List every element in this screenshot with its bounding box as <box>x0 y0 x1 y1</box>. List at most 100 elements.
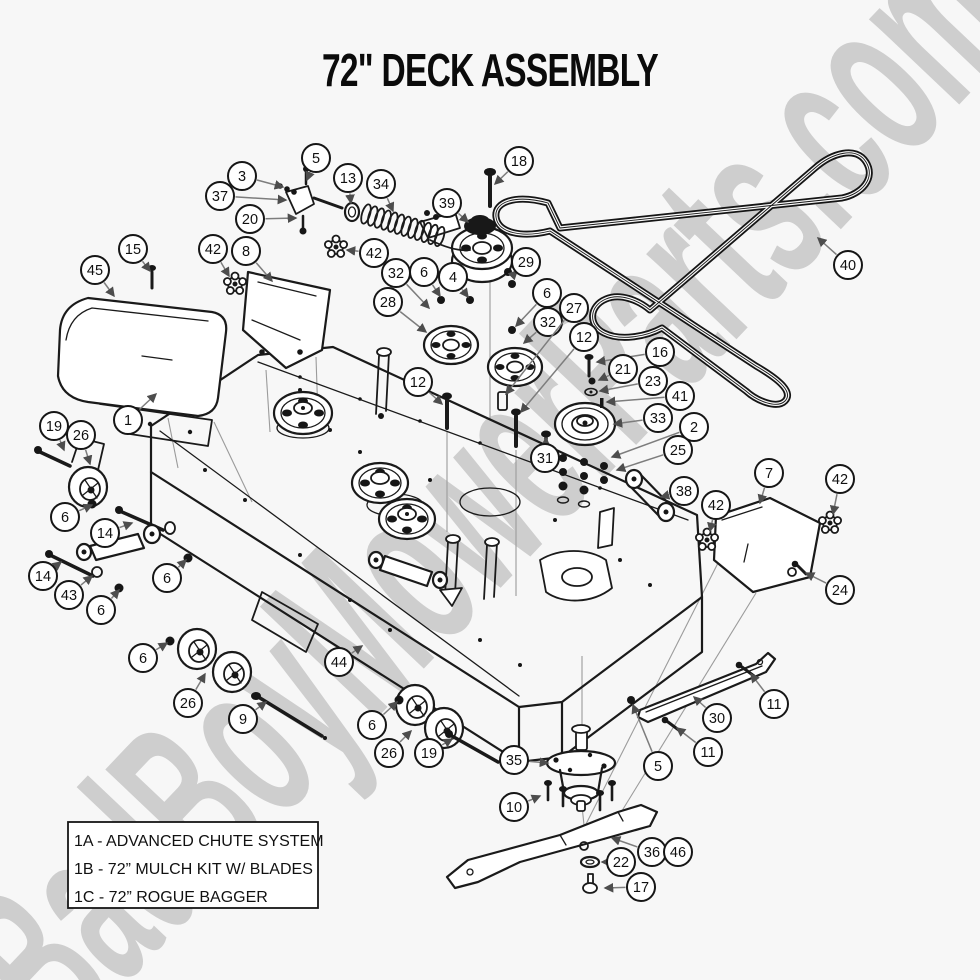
belt-cover-45 <box>56 265 228 447</box>
callout-6: 6 <box>409 257 441 298</box>
leader-line-6 <box>78 503 94 513</box>
callout-22: 22 <box>600 847 636 877</box>
callout-bubble-6 <box>152 563 182 593</box>
leader-line-42 <box>829 494 840 516</box>
callout-bubble-18 <box>504 146 534 176</box>
callout-5: 5 <box>301 143 331 182</box>
callout-bubble-10 <box>499 792 529 822</box>
callout-20: 20 <box>235 204 298 234</box>
callout-28: 28 <box>373 287 428 333</box>
callout-6: 6 <box>152 558 188 593</box>
callout-bubble-45 <box>80 255 110 285</box>
callout-number-32: 32 <box>540 315 556 331</box>
leader-line-20 <box>265 213 298 224</box>
callout-bubble-28 <box>373 287 403 317</box>
callout-bubble-15 <box>118 234 148 264</box>
callout-6: 6 <box>86 588 120 625</box>
callout-number-6: 6 <box>368 718 376 734</box>
legend-item-1a: 1A - ADVANCED CHUTE SYSTEM <box>74 833 324 850</box>
leader-line-6 <box>155 642 169 652</box>
callout-11: 11 <box>675 727 723 767</box>
callout-number-32: 32 <box>388 266 404 282</box>
callout-number-21: 21 <box>615 362 631 378</box>
callout-26: 26 <box>173 672 206 718</box>
spring-assembly <box>277 166 446 248</box>
callout-number-20: 20 <box>242 212 258 228</box>
leader-line-13 <box>345 193 355 205</box>
callout-bubble-11 <box>759 689 789 719</box>
callout-bubble-42 <box>359 238 389 268</box>
leader-line-2 <box>610 431 680 459</box>
callout-number-33: 33 <box>650 411 666 427</box>
callout-bubble-4 <box>438 262 468 292</box>
leader-line-25 <box>615 454 664 473</box>
callout-number-19: 19 <box>46 419 62 435</box>
legend-box: 1A - ADVANCED CHUTE SYSTEM 1B - 72” MULC… <box>67 821 324 909</box>
leader-line-14 <box>119 521 134 531</box>
callout-16: 16 <box>595 337 675 367</box>
callout-41: 41 <box>605 381 695 411</box>
callout-number-26: 26 <box>73 428 89 444</box>
leader-line-6 <box>176 558 188 570</box>
callout-38: 38 <box>659 476 699 506</box>
axle-bolts <box>34 446 500 764</box>
callout-3: 3 <box>227 161 285 191</box>
leader-line-40 <box>816 237 838 256</box>
leader-line-28 <box>399 311 428 333</box>
leader-line-18 <box>493 171 509 186</box>
callout-number-15: 15 <box>125 242 141 258</box>
callout-bubble-37 <box>205 181 235 211</box>
callout-number-7: 7 <box>765 466 773 482</box>
idler-pulley <box>553 401 617 447</box>
callout-bubble-19 <box>414 738 444 768</box>
callout-number-38: 38 <box>676 484 692 500</box>
callout-bubble-14 <box>90 518 120 548</box>
callout-26: 26 <box>66 420 96 466</box>
callout-bubble-29 <box>511 247 541 277</box>
callout-bubble-20 <box>235 204 265 234</box>
leader-line-1 <box>138 393 158 411</box>
callout-10: 10 <box>499 792 542 822</box>
callout-bubble-32 <box>533 307 563 337</box>
callout-number-42: 42 <box>708 498 724 514</box>
callout-number-40: 40 <box>840 258 856 274</box>
callout-number-13: 13 <box>340 171 356 187</box>
callout-number-6: 6 <box>163 571 171 587</box>
callout-bubble-6 <box>86 595 116 625</box>
callout-12: 12 <box>403 367 444 405</box>
callout-number-39: 39 <box>439 196 455 212</box>
leader-line-6 <box>431 284 441 298</box>
legend-item-1c: 1C - 72” ROGUE BAGGER <box>74 889 268 906</box>
callout-30: 30 <box>692 696 732 733</box>
leader-line-11 <box>750 672 766 693</box>
callout-39: 39 <box>432 188 470 223</box>
callout-bubble-22 <box>606 847 636 877</box>
callout-number-27: 27 <box>566 301 582 317</box>
callout-12: 12 <box>520 322 599 414</box>
callout-bubble-23 <box>638 366 668 396</box>
callout-number-6: 6 <box>543 286 551 302</box>
callout-number-17: 17 <box>633 880 649 896</box>
callout-bubble-12 <box>403 367 433 397</box>
callout-bubble-24 <box>825 575 855 605</box>
idler-arms <box>375 347 500 607</box>
callout-number-9: 9 <box>239 712 247 728</box>
callout-31: 31 <box>530 436 560 473</box>
leader-line-26 <box>195 672 206 690</box>
callout-number-42: 42 <box>205 242 221 258</box>
callout-37: 37 <box>205 181 288 211</box>
leader-line-42 <box>345 246 359 256</box>
callout-11: 11 <box>750 672 789 719</box>
callout-number-10: 10 <box>506 800 522 816</box>
callout-bubble-5 <box>301 143 331 173</box>
callout-number-31: 31 <box>537 451 553 467</box>
callout-34: 34 <box>366 169 396 213</box>
callout-bubble-35 <box>499 745 529 775</box>
callout-bubble-42 <box>198 234 228 264</box>
callout-46: 46 <box>663 837 693 867</box>
callout-6: 6 <box>50 502 94 532</box>
link-38 <box>624 468 676 523</box>
callout-number-5: 5 <box>312 151 320 167</box>
callout-number-2: 2 <box>690 420 698 436</box>
